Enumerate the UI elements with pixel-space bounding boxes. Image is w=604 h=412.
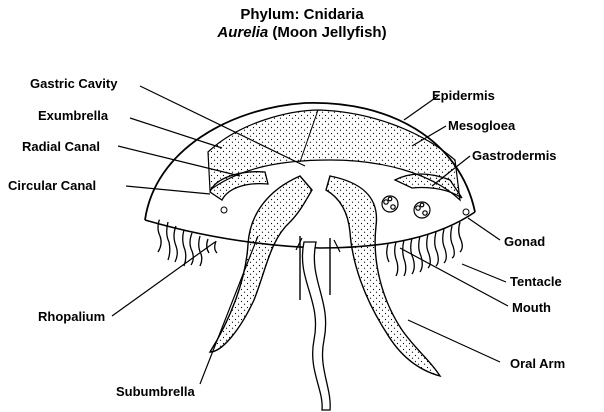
label-oral-arm: Oral Arm bbox=[510, 356, 565, 371]
rhopalium-right bbox=[463, 209, 469, 215]
label-gonad: Gonad bbox=[504, 234, 545, 249]
label-mouth: Mouth bbox=[512, 300, 551, 315]
label-tentacle: Tentacle bbox=[510, 274, 562, 289]
label-epidermis: Epidermis bbox=[432, 88, 495, 103]
label-radial-canal: Radial Canal bbox=[22, 139, 100, 154]
label-gastric-cavity: Gastric Cavity bbox=[30, 76, 117, 91]
label-circular-canal: Circular Canal bbox=[8, 178, 96, 193]
label-exumbrella: Exumbrella bbox=[38, 108, 108, 123]
label-gastrodermis: Gastrodermis bbox=[472, 148, 557, 163]
label-rhopalium: Rhopalium bbox=[38, 309, 105, 324]
label-mesogloea: Mesogloea bbox=[448, 118, 515, 133]
rhopalium-left bbox=[221, 207, 227, 213]
oral-arm-center bbox=[302, 242, 330, 410]
label-subumbrella: Subumbrella bbox=[116, 384, 195, 399]
